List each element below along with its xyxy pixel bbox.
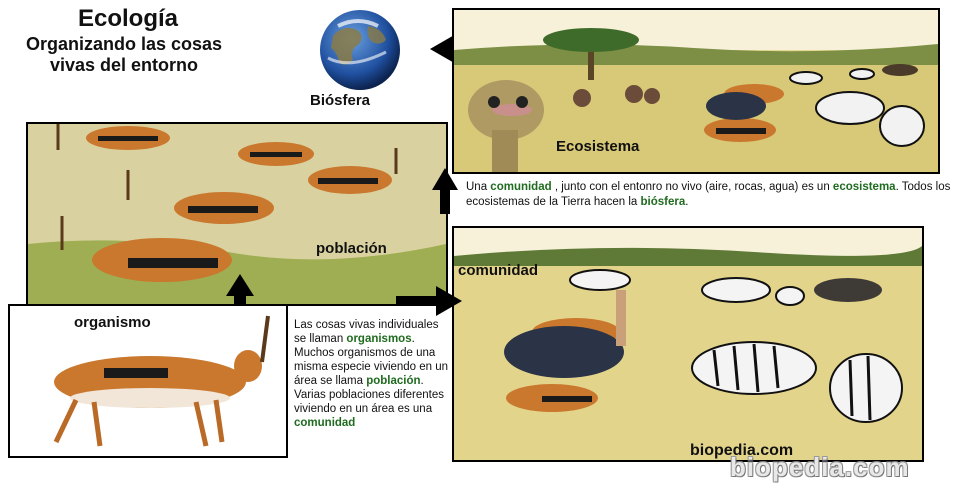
earth-globe (298, 6, 424, 92)
arrow-to-ecosistema-head (432, 168, 458, 190)
caption-text: . (685, 196, 688, 208)
diagram-subtitle: Organizando las cosas vivas del entorno (14, 34, 234, 76)
diagram-title: Ecología (38, 6, 218, 32)
arrow-to-comunidad-shaft (396, 296, 438, 306)
arrow-to-poblacion-head (226, 274, 254, 296)
caption-text: , junto con el entonro no vivo (aire, ro… (552, 181, 833, 193)
ecosystem-illustration (454, 10, 938, 172)
term-biosfera: biósfera (641, 196, 686, 208)
label-poblacion: población (316, 240, 387, 257)
watermark: biopedia.com (730, 452, 910, 483)
ecosystem-panel (452, 8, 940, 174)
label-biosfera: Biósfera (310, 92, 370, 109)
label-comunidad: comunidad (458, 262, 538, 279)
label-organismo: organismo (74, 314, 151, 331)
arrow-to-ecosistema-shaft (440, 188, 450, 214)
label-ecosistema: Ecosistema (556, 138, 639, 155)
organism-caption: Las cosas vivas individuales se llaman o… (294, 318, 450, 430)
ecosystem-caption: Una comunidad , junto con el entonro no … (466, 180, 966, 210)
arrow-to-comunidad-head (436, 286, 462, 316)
caption-text: Una (466, 181, 490, 193)
term-organismos: organismos (346, 333, 411, 345)
term-comunidad: comunidad (294, 417, 355, 429)
term-comunidad: comunidad (490, 181, 551, 193)
term-poblacion: población (366, 375, 420, 387)
term-ecosistema: ecosistema (833, 181, 896, 193)
